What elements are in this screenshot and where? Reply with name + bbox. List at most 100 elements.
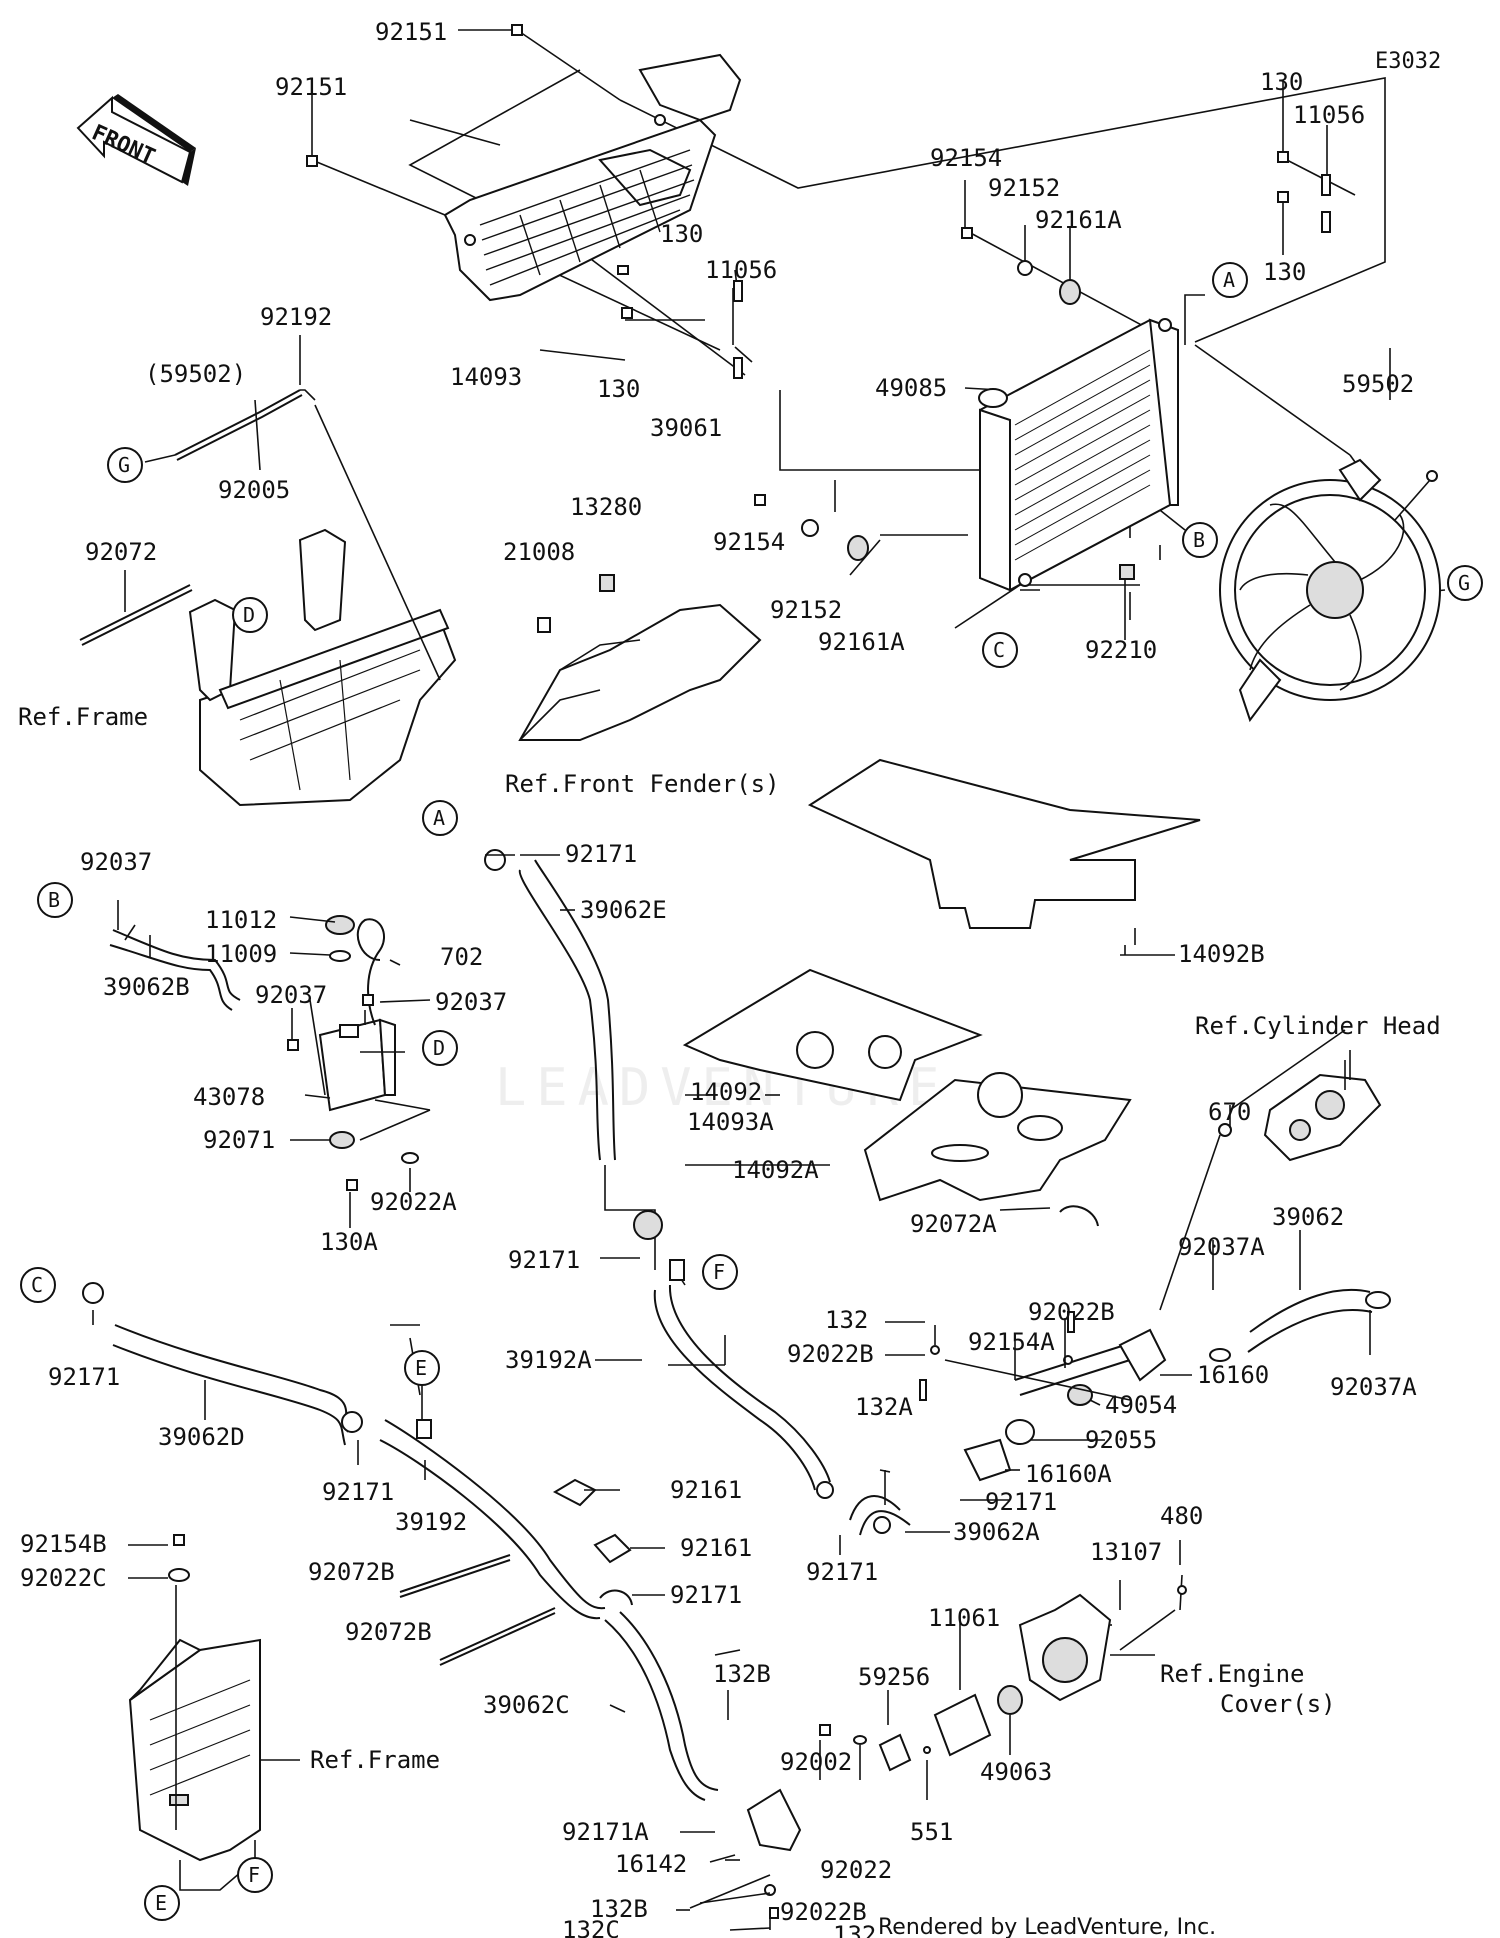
label-92072A: 92072A [910,1210,997,1238]
label-14092A: 14092A [732,1156,819,1184]
label-130d: 130 [1263,258,1306,286]
clamps-cable-ties [82,849,891,1666]
label-92022Bc: 92022B [780,1898,867,1926]
callout-G-top: G [1458,571,1470,595]
callout-B-top: B [1193,528,1205,552]
skid-plates [682,758,1201,1227]
callout-D-top: D [243,603,255,627]
label-92037Ab: 92037A [1330,1373,1417,1401]
ref-front-fender: Ref.Front Fender(s) [505,770,780,798]
bolts-top [306,24,1331,580]
label-39062A: 39062A [953,1518,1040,1546]
label-59502paren: (59502) [145,360,246,388]
label-16160: 16160 [1197,1361,1269,1389]
label-92005: 92005 [218,476,290,504]
label-92210: 92210 [1085,636,1157,664]
callout-E-pipe: E [415,1356,427,1380]
wire-harness-59502 [144,335,441,681]
label-13107: 13107 [1090,1538,1162,1566]
label-132C: 132C [562,1916,620,1938]
ref-engine-cover-2: Cover(s) [1220,1690,1336,1718]
label-49063: 49063 [980,1758,1052,1786]
label-16142: 16142 [615,1850,687,1878]
callout-B-hose: B [48,888,60,912]
label-14092: 14092 [690,1078,762,1106]
diagram-id: E3032 [1375,49,1441,74]
label-92037b: 92037 [255,981,327,1009]
coolant-reservoir-43078 [109,915,431,1191]
label-92154a: 92154 [930,144,1002,172]
label-130c: 130 [1260,68,1303,96]
label-16160A: 16160A [1025,1460,1112,1488]
callout-C-top: C [993,638,1005,662]
label-21008: 21008 [503,538,575,566]
label-551: 551 [910,1818,953,1846]
footer-credit: Rendered by LeadVenture, Inc. [878,1915,1216,1938]
label-92152a: 92152 [988,174,1060,202]
frame-bottom-left [128,1534,300,1891]
callout-A-hose: A [433,806,445,830]
label-39062B: 39062B [103,973,190,1001]
label-92154A: 92154A [968,1328,1055,1356]
label-39192A: 39192A [505,1346,592,1374]
label-59256: 59256 [858,1663,930,1691]
label-92037a: 92037 [80,848,152,876]
callout-A-top: A [1223,268,1235,292]
label-39062D: 39062D [158,1423,245,1451]
label-92154b: 92154 [713,528,785,556]
label-92037Aa: 92037A [1178,1233,1265,1261]
label-39062C: 39062C [483,1691,570,1719]
label-130b: 130 [597,375,640,403]
label-132Bb: 132B [590,1895,648,1923]
label-39192: 39192 [395,1508,467,1536]
label-11012: 11012 [205,906,277,934]
label-92151b: 92151 [275,73,347,101]
label-39062: 39062 [1272,1203,1344,1231]
label-92002: 92002 [780,1748,852,1776]
label-92022Ba: 92022B [1028,1298,1115,1326]
label-92171A: 92171A [562,1818,649,1846]
label-92161b: 92161 [680,1534,752,1562]
reference-labels: Ref.Frame Ref.Front Fender(s) Ref.Cylind… [18,703,1441,1774]
label-92161Ab: 92161A [818,628,905,656]
label-130A: 130A [320,1228,378,1256]
label-92171a: 92171 [565,840,637,868]
fan-59502 [1219,458,1441,723]
label-132b: 132 [833,1921,876,1938]
label-92192: 92192 [260,303,332,331]
label-49085: 49085 [875,374,947,402]
callout-E-frame: E [155,1891,167,1915]
label-39062E: 39062E [580,896,667,924]
label-14092B: 14092B [1178,940,1265,968]
label-92152b: 92152 [770,596,842,624]
label-59502: 59502 [1342,370,1414,398]
radiator-39061 [978,318,1179,592]
cable-tie-92072 [79,570,193,646]
label-92161Aa: 92161A [1035,206,1122,234]
label-43078: 43078 [193,1083,265,1111]
callout-F-pipe: F [713,1260,725,1284]
label-11056b: 11056 [1293,101,1365,129]
label-92072Ba: 92072B [308,1558,395,1586]
front-fender [518,574,762,741]
label-92171g: 92171 [670,1581,742,1609]
label-92171b: 92171 [985,1488,1057,1516]
label-670: 670 [1208,1098,1251,1126]
label-702: 702 [440,943,483,971]
hoses [112,859,1373,1801]
part-number-labels: 92151 92151 14093 130 11056 130 130 1105… [20,18,1417,1938]
label-92055: 92055 [1085,1426,1157,1454]
label-92154B: 92154B [20,1530,107,1558]
label-132: 132 [825,1306,868,1334]
label-132A: 132A [855,1393,913,1421]
label-92072Bb: 92072B [345,1618,432,1646]
ref-cylinder-head: Ref.Cylinder Head [1195,1012,1441,1040]
label-92151a: 92151 [375,18,447,46]
label-92071: 92071 [203,1126,275,1154]
label-92171f: 92171 [322,1478,394,1506]
label-92022: 92022 [820,1856,892,1884]
label-11061: 11061 [928,1604,1000,1632]
callout-C-hose: C [31,1273,43,1297]
front-arrow-icon: FRONT [76,94,196,186]
